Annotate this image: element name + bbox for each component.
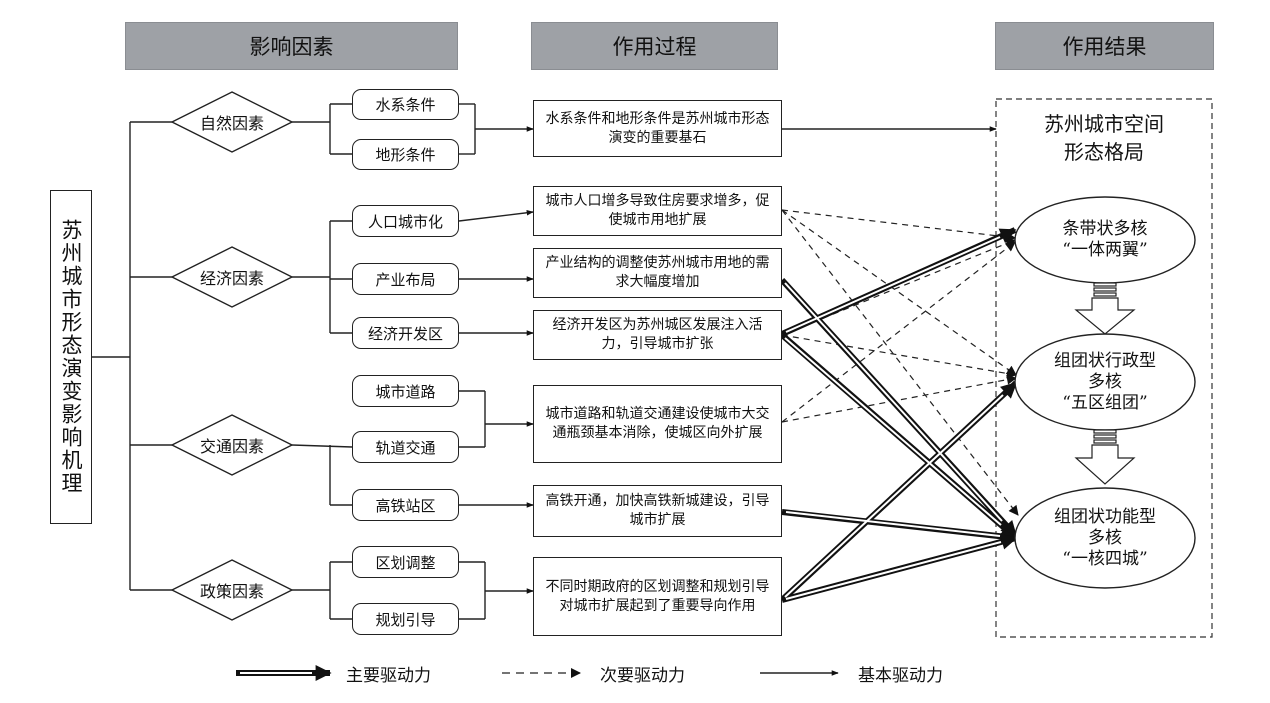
sub-industry: 产业布局 <box>352 263 459 295</box>
process-p6: 高铁开通，加快高铁新城建设，引导城市扩展 <box>533 485 782 537</box>
sub-population: 人口城市化 <box>352 205 459 237</box>
legend-basic: 基本驱动力 <box>858 666 943 686</box>
header-process: 作用过程 <box>531 22 778 70</box>
header-result: 作用结果 <box>995 22 1214 70</box>
result-r3-line3: “一核四城” <box>1062 548 1148 569</box>
sub-planning: 规划引导 <box>352 603 459 635</box>
secondary-drivers <box>781 209 1019 516</box>
diamond-natural <box>170 91 294 153</box>
result-r2-line3: “五区组团” <box>1062 392 1148 413</box>
process-p1: 水系条件和地形条件是苏州城市形态演变的重要基石 <box>533 100 782 157</box>
factor-natural: 自然因素 <box>199 114 264 133</box>
result-r3-line1: 组团状功能型 <box>1054 506 1156 527</box>
process-p5: 城市道路和轨道交通建设使城市大交通瓶颈基本消除，使城区向外扩展 <box>533 385 782 463</box>
diamond-traffic <box>170 414 294 476</box>
legend-primary: 主要驱动力 <box>346 666 431 686</box>
diamond-policy <box>170 559 294 621</box>
sub-water: 水系条件 <box>352 89 459 120</box>
factor-economic: 经济因素 <box>199 269 264 288</box>
sub-hsr: 高铁站区 <box>352 489 459 521</box>
result-r2: 组团状行政型 多核 “五区组团” <box>1015 334 1195 430</box>
sub-rail: 轨道交通 <box>352 431 459 463</box>
diamond-economic <box>170 246 294 308</box>
process-p4: 经济开发区为苏州城区发展注入活力，引导城市扩张 <box>533 310 782 360</box>
root-connectors <box>92 121 172 591</box>
result-r3-line2: 多核 <box>1088 527 1122 548</box>
sub-dev-zone: 经济开发区 <box>352 317 459 349</box>
result-r1: 条带状多核 “一体两翼” <box>1015 197 1195 283</box>
root-label: 苏州城市形态演变影响机理 <box>59 219 83 495</box>
process-connectors <box>458 103 997 620</box>
ellipse-r3 <box>1014 487 1196 589</box>
transition-arrows <box>1074 282 1136 485</box>
sub-district: 区划调整 <box>352 546 459 578</box>
sub-terrain: 地形条件 <box>352 139 459 170</box>
result-r1-line1: 条带状多核 <box>1062 219 1148 239</box>
root-label-box: 苏州城市形态演变影响机理 <box>50 190 92 524</box>
factor-diamonds <box>170 91 294 621</box>
result-title-line1: 苏州城市空间 <box>1044 112 1164 136</box>
sub-roads: 城市道路 <box>352 375 459 407</box>
result-r3: 组团状功能型 多核 “一核四城” <box>1015 488 1195 588</box>
legend-secondary: 次要驱动力 <box>600 666 685 686</box>
factor-policy: 政策因素 <box>199 582 264 601</box>
process-p2: 城市人口增多导致住房要求增多，促使城市用地扩展 <box>533 186 782 236</box>
process-p7: 不同时期政府的区划调整和规划引导对城市扩展起到了重要导向作用 <box>533 557 782 636</box>
result-frame <box>995 98 1213 638</box>
factor-connectors <box>291 103 353 620</box>
result-title-line2: 形态格局 <box>1064 140 1144 164</box>
result-r2-line2: 多核 <box>1088 371 1122 392</box>
result-r1-line2: “一体两翼” <box>1062 240 1148 260</box>
result-ellipses <box>1014 196 1196 589</box>
factor-traffic: 交通因素 <box>199 437 264 456</box>
result-title: 苏州城市空间 形态格局 <box>1000 110 1208 166</box>
result-r2-line1: 组团状行政型 <box>1054 350 1156 371</box>
primary-drivers <box>779 227 1019 603</box>
process-p3: 产业结构的调整使苏州城市用地的需求大幅度增加 <box>533 248 782 298</box>
header-factors: 影响因素 <box>125 22 458 70</box>
